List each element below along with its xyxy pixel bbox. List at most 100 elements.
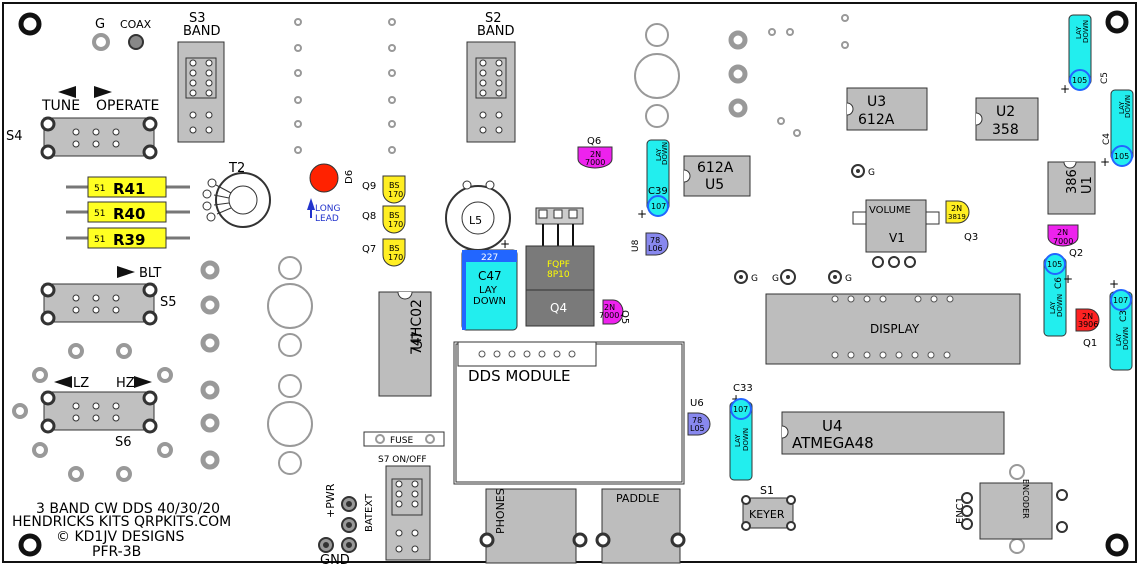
svg-text:Q1: Q1 [1083,338,1097,349]
label-operate: OPERATE [96,98,159,114]
svg-text:U4: U4 [822,417,843,435]
label-blt: BLT [139,266,161,281]
svg-text:LAY: LAY [479,285,498,296]
ic-u4: U4 ATMEGA48 [781,411,1005,455]
svg-text:DOWN: DOWN [1082,20,1090,43]
label-s2: S2 [485,11,502,26]
ic-u2: U2 358 [975,97,1039,141]
transistor-q1: 2N 3906 Q1 [1075,308,1100,349]
svg-text:DDS MODULE: DDS MODULE [468,367,571,385]
svg-text:DISPLAY: DISPLAY [870,322,920,336]
ic-u7: 74HC02 U7 [378,291,432,397]
svg-text:U2: U2 [996,104,1015,120]
svg-text:105: 105 [1072,76,1087,85]
svg-text:BS: BS [389,211,399,220]
svg-text:LAY: LAY [1115,333,1123,346]
round-pads-center [634,23,680,128]
svg-text:105: 105 [1047,260,1062,269]
title-line-3: © KD1JV DESIGNS [56,529,184,545]
transistor-q7: Q7 BS 170 [362,238,406,267]
svg-text:Q3: Q3 [964,232,978,243]
led-d6: D6 [307,163,355,218]
pad-s6-left [32,367,48,383]
svg-text:107: 107 [651,202,666,211]
pad-s6-far-left [12,403,28,419]
svg-text:BS: BS [389,244,399,253]
jack-paddle: PADDLE [595,488,686,564]
switch-s7 [385,465,431,561]
label-g-top: G [95,17,105,32]
svg-text:FQPF: FQPF [547,260,570,270]
svg-text:DOWN: DOWN [473,296,506,307]
svg-text:U5: U5 [705,177,724,193]
pad-column-left [294,18,302,154]
svg-text:51: 51 [94,209,105,219]
svg-text:7000: 7000 [599,311,619,320]
pad-coax [128,34,144,50]
potentiometer-v1: VOLUME V1 [852,199,940,268]
capacitor-c4: LAY DOWN 105 C4 + [1100,89,1134,169]
svg-text:LAY: LAY [734,434,742,447]
svg-text:LAY: LAY [1075,26,1083,39]
transistor-q3: 2N 3819 Q3 [945,200,978,243]
svg-text:ATMEGA48: ATMEGA48 [792,434,874,452]
svg-text:C4: C4 [1102,133,1112,145]
label-coax: COAX [120,18,152,31]
switch-s1-keyer: KEYER [741,495,796,531]
svg-text:7000: 7000 [585,158,605,167]
label-enc1: ENC1 [955,497,966,524]
svg-text:386: 386 [1065,169,1080,194]
svg-text:51: 51 [94,235,105,245]
svg-text:R39: R39 [113,231,145,249]
capacitor-c33: C33 + 107 LAY DOWN [729,383,753,481]
label-s2-band: BAND [477,24,515,39]
power-pads [318,496,357,553]
svg-text:+: + [637,207,647,221]
svg-text:G: G [772,274,779,284]
small-pads-center [768,14,849,137]
svg-text:PADDLE: PADDLE [616,492,660,505]
svg-text:C47: C47 [478,269,502,283]
svg-text:U8: U8 [631,239,641,252]
svg-text:+: + [1060,82,1070,96]
svg-text:PHONES: PHONES [494,488,507,534]
transistor-q4: FQPF 8P10 Q4 [525,207,595,327]
svg-text:ENCODER: ENCODER [1021,479,1030,519]
svg-text:170: 170 [388,220,403,229]
svg-text:FUSE: FUSE [390,436,413,446]
svg-text:Q8: Q8 [362,211,376,222]
round-pads-mid [267,256,313,475]
label-lz: LZ [73,376,89,391]
capacitor-c47: 227 C47 LAY DOWN + [461,237,518,331]
svg-text:R40: R40 [113,205,145,223]
label-s3-band: BAND [183,24,221,39]
ground-pads-row: G G G [734,269,852,285]
toroid-t2 [202,172,271,228]
svg-text:DOWN: DOWN [661,142,669,165]
jack-phones: PHONES [479,488,588,564]
pad-cluster-s6-top [68,343,132,359]
svg-text:C5: C5 [1100,72,1110,84]
inductor-l5: L5 [445,180,511,251]
label-s3: S3 [189,11,206,26]
svg-text:+: + [500,237,510,251]
label-gnd: GND [320,553,350,567]
svg-text:BS: BS [389,181,399,190]
svg-text:KEYER: KEYER [749,508,785,521]
fuse-holder: FUSE [363,431,445,447]
svg-text:L05: L05 [690,424,705,433]
switch-s3 [177,41,225,143]
svg-text:U3: U3 [867,94,886,110]
transistor-q9: Q9 BS 170 [362,175,406,204]
svg-text:612A: 612A [858,112,895,128]
title-line-4: PFR-3B [92,544,141,560]
svg-text:U1: U1 [1080,176,1095,194]
svg-text:358: 358 [992,122,1019,138]
svg-text:3906: 3906 [1078,320,1098,329]
pads-near-u3 [728,30,748,118]
arrow-left-icon [58,86,76,98]
arrow-lz-icon [54,376,72,388]
capacitor-c39: LAY DOWN C39 107 + [637,139,670,221]
svg-text:DOWN: DOWN [1124,95,1132,118]
label-s6: S6 [115,435,132,450]
